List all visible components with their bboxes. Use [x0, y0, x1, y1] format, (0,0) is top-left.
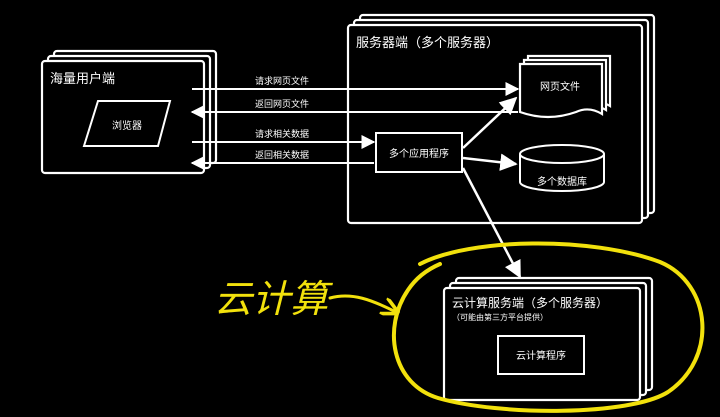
request-page-label: 请求网页文件	[255, 75, 309, 87]
annotation-text: 云计算	[214, 277, 333, 321]
server-box: 服务器端（多个服务器） 网页文件 多个应用程序 多个数据库	[346, 13, 656, 225]
cloud-app-box	[497, 335, 585, 375]
yellow-annotation: 云计算	[214, 241, 705, 413]
cloud-app-label: 云计算程序	[516, 349, 566, 362]
app-to-db-arrow	[462, 153, 518, 171]
annotation-arrow	[328, 294, 396, 312]
database-icon: 多个数据库	[519, 144, 605, 192]
request-data-label: 请求相关数据	[255, 128, 309, 140]
server-title: 服务器端（多个服务器）	[356, 35, 499, 51]
return-data-label: 返回相关数据	[255, 149, 309, 161]
request-arrows: 请求网页文件 返回网页文件 请求相关数据 返回相关数据	[190, 75, 520, 170]
web-files-icon: 网页文件	[518, 54, 612, 119]
cloud-box: 云计算服务端（多个服务器） （可能由第三方平台提供） 云计算程序	[442, 276, 654, 402]
browser-shape	[82, 100, 172, 147]
browser-label: 浏览器	[112, 119, 142, 132]
return-page-label: 返回网页文件	[255, 98, 309, 110]
server-app-label: 多个应用程序	[389, 147, 449, 160]
client-title: 海量用户端	[50, 71, 115, 87]
web-files-label: 网页文件	[540, 80, 580, 93]
database-label: 多个数据库	[537, 175, 587, 188]
cloud-subtitle: （可能由第三方平台提供）	[452, 312, 548, 322]
app-to-files-arrow	[462, 96, 518, 149]
client-box: 海量用户端 浏览器	[40, 49, 218, 175]
app-to-cloud-arrow	[461, 167, 522, 279]
server-app-box	[375, 132, 463, 173]
cloud-title: 云计算服务端（多个服务器）	[452, 295, 608, 310]
